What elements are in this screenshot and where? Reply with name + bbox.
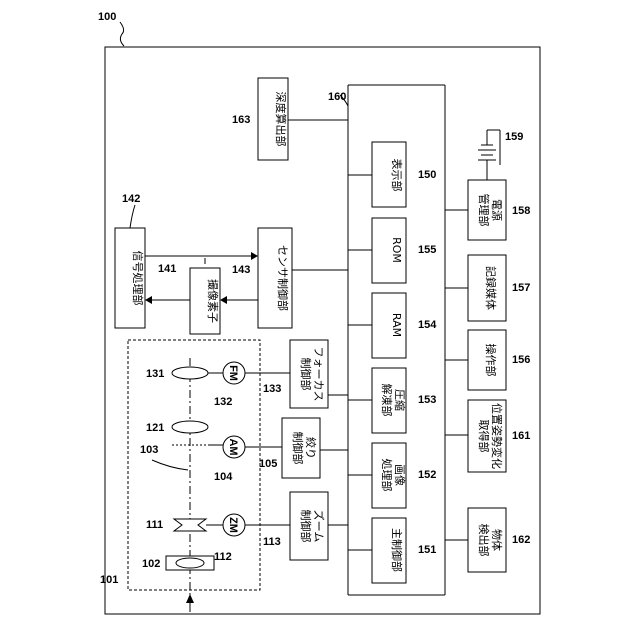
ref-102: 102 (142, 558, 160, 570)
rom-label: ROM (390, 237, 403, 263)
ref-101: 101 (100, 574, 118, 586)
ref-100: 100 (98, 11, 116, 23)
zm-label: ZM (227, 517, 239, 533)
ref-154: 154 (418, 319, 437, 331)
ref-113: 113 (263, 536, 281, 548)
sensor-ctrl-label: センサ制御部 (276, 245, 290, 311)
ref-142: 142 (122, 193, 140, 205)
ref-160: 160 (328, 91, 346, 103)
main-ctrl-label: 主制御部 (390, 528, 404, 572)
compress-label-1: 圧縮 (393, 389, 407, 411)
compress-label-2: 解凍部 (380, 384, 394, 417)
ref-161: 161 (512, 430, 530, 442)
leader-100 (120, 22, 124, 46)
ref-163: 163 (232, 114, 250, 126)
ram-label: RAM (390, 313, 403, 337)
ref-152: 152 (418, 469, 436, 481)
ref-150: 150 (418, 169, 436, 181)
image-proc-label-2: 処理部 (380, 459, 394, 492)
posture-label-1: 位置姿勢変化 (490, 403, 504, 469)
depth-calc-label: 深度算出部 (274, 92, 288, 147)
focus-lens (172, 367, 208, 379)
operation-label: 操作部 (484, 344, 498, 377)
ref-141: 141 (158, 263, 176, 275)
focus-ctrl-label-1: フォーカス (312, 347, 325, 402)
ref-159: 159 (505, 131, 523, 143)
aperture-ctrl-label-1: 絞り (304, 437, 318, 459)
zoom-ctrl-label-2: 制御部 (299, 510, 313, 543)
focus-ctrl-label-2: 制御部 (299, 358, 313, 391)
image-proc-label-1: 画像 (393, 464, 406, 486)
object-detect-label-1: 物体 (490, 529, 504, 551)
zoom-ctrl-label-1: ズーム (312, 510, 326, 543)
power-label-2: 管理部 (477, 194, 491, 227)
ref-156: 156 (512, 354, 530, 366)
aperture-element (172, 421, 208, 433)
ref-121: 121 (146, 422, 164, 434)
ref-132: 132 (214, 396, 232, 408)
ref-155: 155 (418, 244, 436, 256)
ref-105: 105 (259, 458, 277, 470)
ref-111: 111 (146, 519, 163, 531)
fm-label: FM (227, 365, 239, 381)
ref-104: 104 (214, 471, 233, 483)
aperture-ctrl-label-2: 制御部 (291, 432, 305, 465)
ref-143: 143 (232, 264, 250, 276)
ref-131: 131 (146, 368, 164, 380)
imager-label: 撮像素子 (206, 279, 220, 323)
am-label: AM (227, 438, 239, 455)
display-label: 表示部 (390, 159, 404, 192)
ref-157: 157 (512, 282, 530, 294)
ref-158: 158 (512, 205, 530, 217)
power-label-1: 電源 (490, 199, 504, 221)
media-label: 記録媒体 (484, 266, 498, 310)
object-detect-label-2: 検出部 (477, 524, 491, 557)
posture-label-2: 取得部 (477, 420, 491, 453)
ref-162: 162 (512, 534, 530, 546)
ref-103: 103 (140, 444, 158, 456)
ref-151: 151 (418, 544, 436, 556)
ref-153: 153 (418, 394, 436, 406)
ref-112: 112 (214, 551, 232, 563)
ref-133: 133 (263, 383, 281, 395)
signal-proc-label: 信号処理部 (131, 251, 145, 306)
